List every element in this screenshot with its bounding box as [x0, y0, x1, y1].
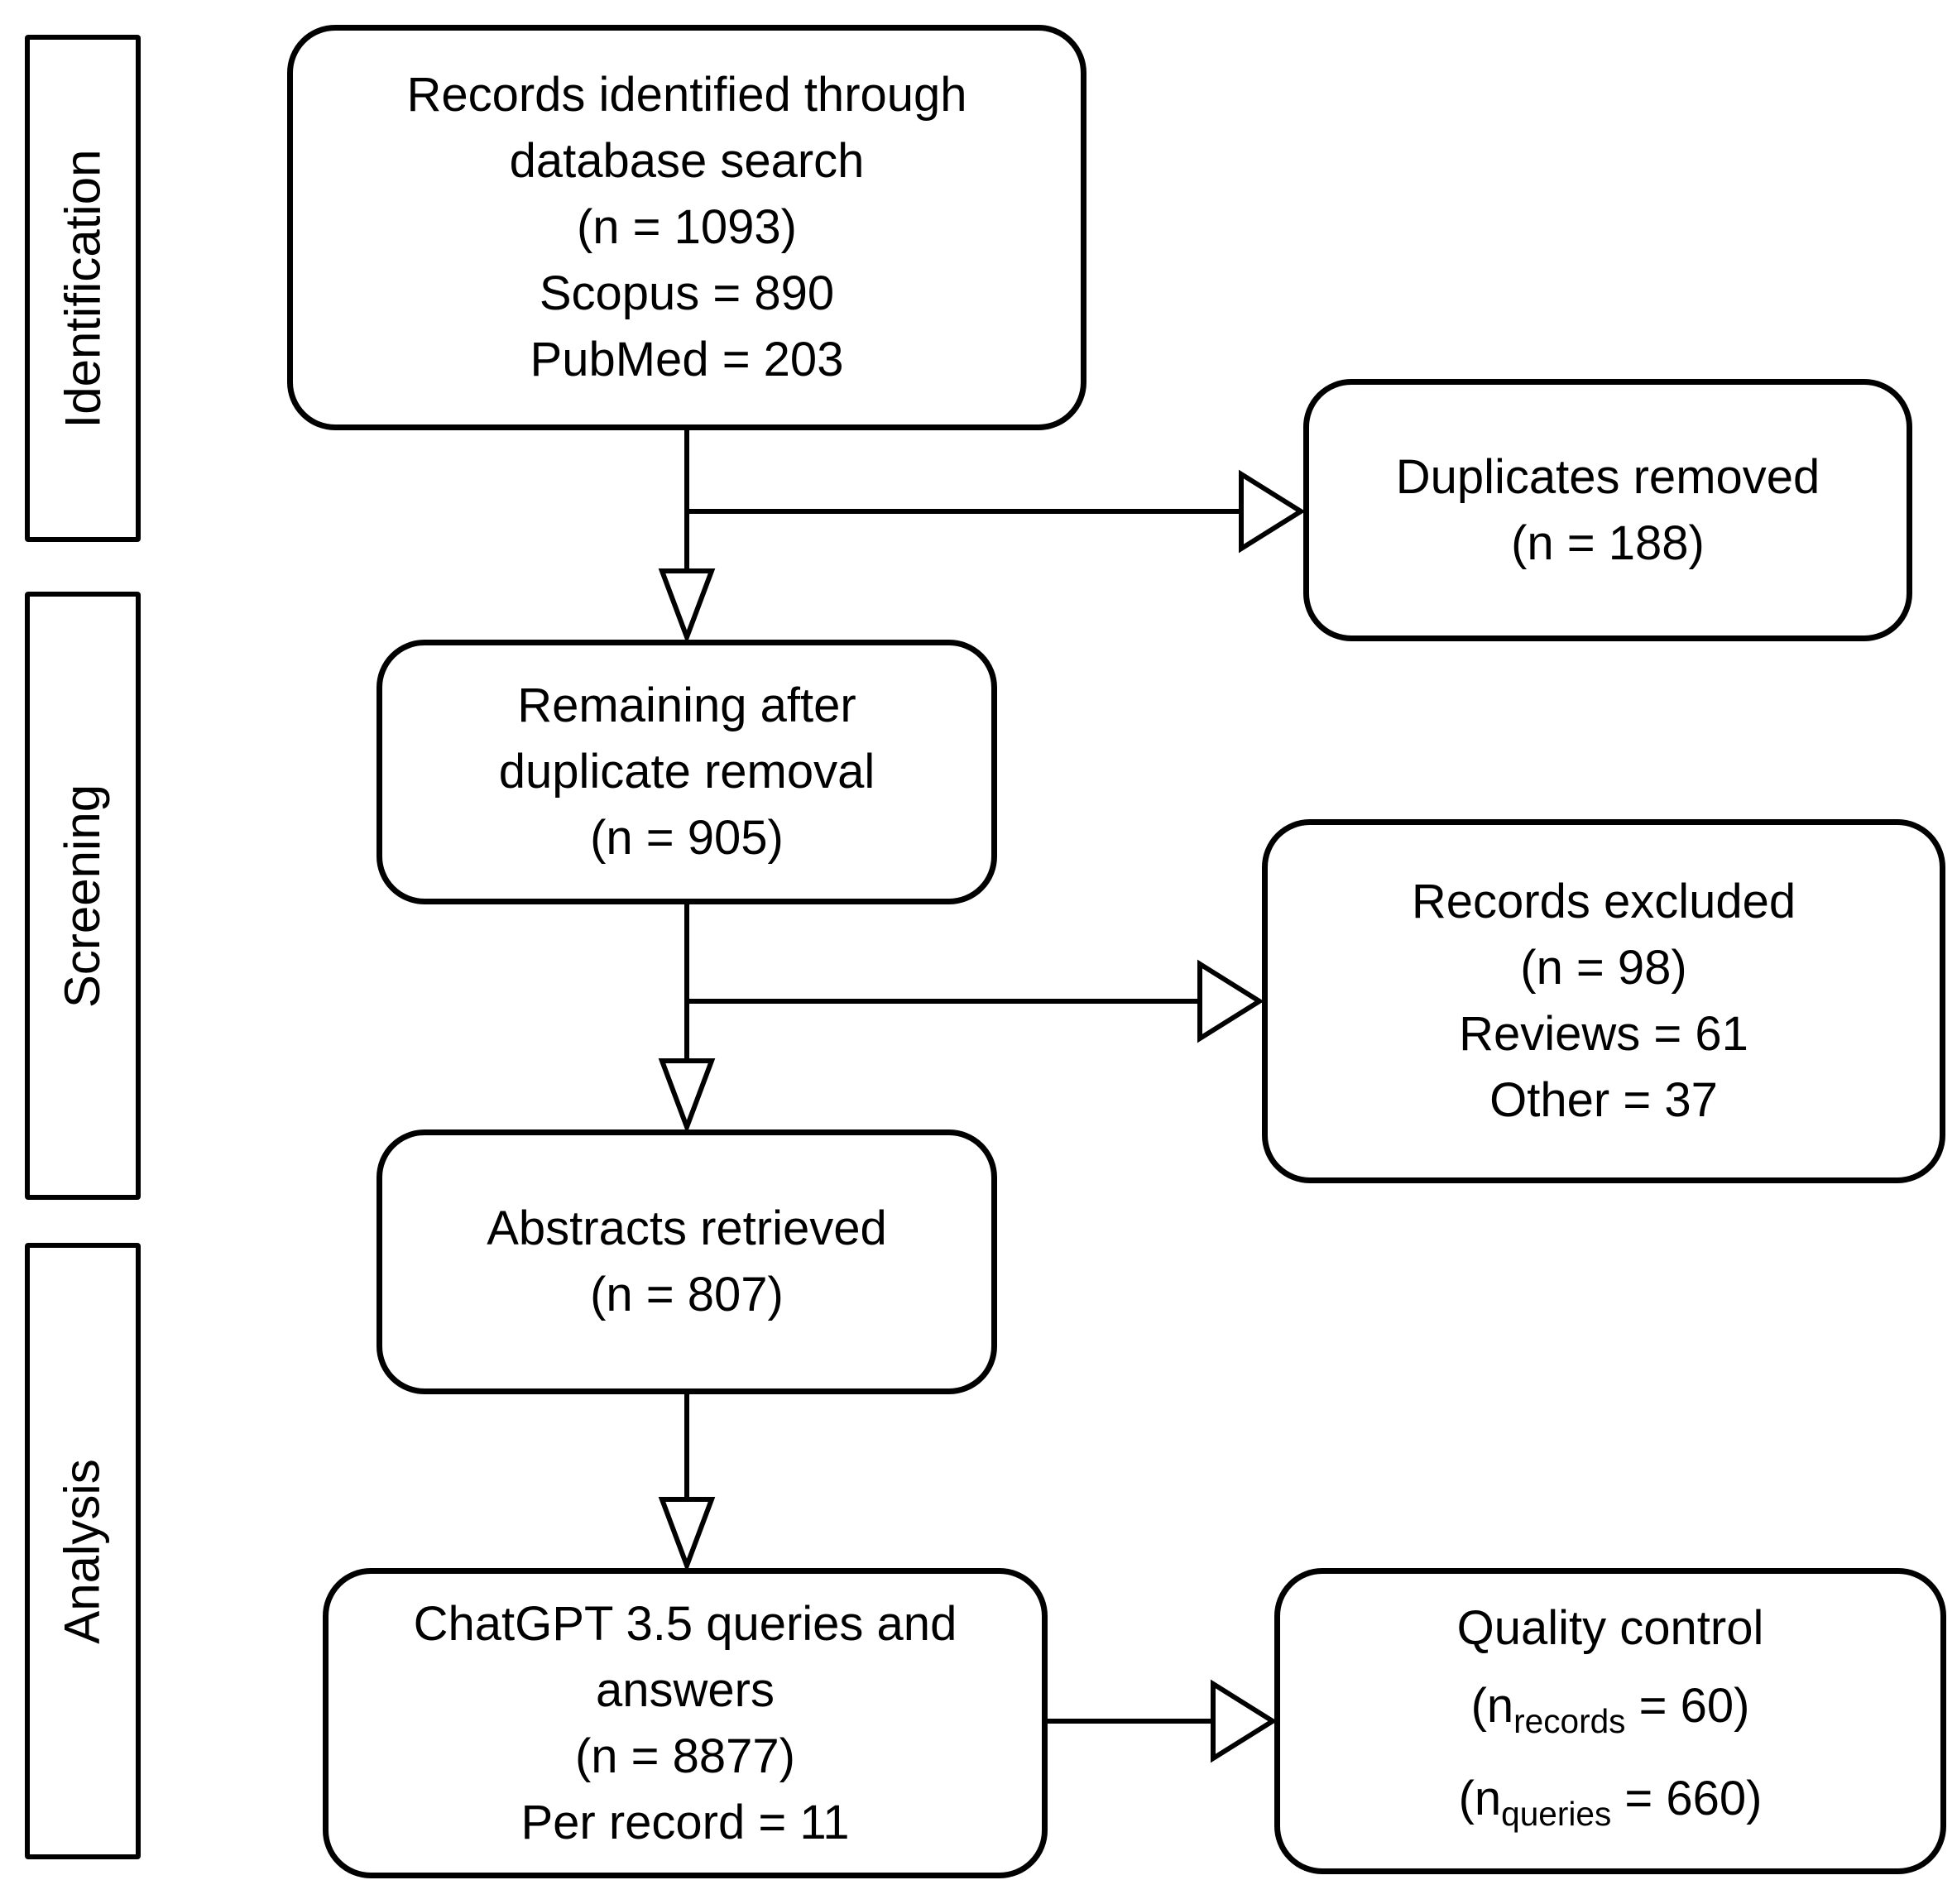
text-line: ChatGPT 3.5 queries and — [413, 1596, 957, 1651]
arrowhead-down-chatgpt — [658, 1497, 716, 1573]
text-line: Duplicates removed — [1395, 449, 1820, 504]
text-line: Reviews = 61 — [1459, 1007, 1748, 1061]
text-line: (n = 8877) — [574, 1729, 795, 1783]
stat-pre: (n — [1458, 1772, 1502, 1825]
text-line-subscripted: (nrecords = 60) — [1471, 1667, 1750, 1760]
text-line: (n = 1093) — [576, 200, 797, 254]
arrowhead-down-remaining — [658, 568, 716, 645]
text-line: Records identified through — [406, 68, 967, 122]
flow-box-chatgpt-queries: ChatGPT 3.5 queries and answers (n = 887… — [323, 1568, 1048, 1878]
stat-pre: (n — [1470, 1679, 1514, 1734]
text-line: duplicate removal — [498, 745, 875, 799]
text-line: Remaining after — [517, 679, 856, 732]
flow-box-quality-control: Quality control (nrecords = 60) (nquerie… — [1274, 1568, 1946, 1874]
text-line: database search — [509, 134, 865, 188]
text-line: Scopus = 890 — [539, 266, 835, 320]
stat-subscript: records — [1513, 1702, 1626, 1740]
stage-label-identification: Identification — [25, 35, 141, 542]
text-line: (n = 98) — [1520, 941, 1687, 995]
stat-post: = 660) — [1611, 1772, 1763, 1825]
arrowhead-right-excluded — [1197, 959, 1264, 1043]
text-line: (n = 188) — [1511, 516, 1705, 570]
arrowhead-right-quality — [1211, 1679, 1278, 1763]
arrowhead-right-duplicates — [1239, 469, 1306, 554]
text-line: (n = 905) — [590, 811, 784, 865]
text-line: (n = 807) — [590, 1268, 784, 1321]
arrowhead-down-abstracts — [658, 1058, 716, 1134]
flow-box-duplicates-removed: Duplicates removed (n = 188) — [1303, 379, 1912, 641]
text-line: Other = 37 — [1489, 1073, 1718, 1127]
text-line: Per record = 11 — [520, 1795, 850, 1849]
flow-box-remaining-after-duplicates: Remaining after duplicate removal (n = 9… — [377, 640, 997, 904]
flow-box-records-excluded: Records excluded (n = 98) Reviews = 61 O… — [1262, 819, 1945, 1183]
stage-label-analysis: Analysis — [25, 1243, 141, 1859]
stage-label-text: Identification — [55, 149, 111, 428]
text-line: Abstracts retrieved — [487, 1201, 887, 1255]
stage-label-text: Screening — [55, 784, 110, 1008]
flow-box-abstracts-retrieved: Abstracts retrieved (n = 807) — [377, 1129, 997, 1394]
stat-subscript: queries — [1501, 1794, 1612, 1833]
stat-post: = 60) — [1625, 1679, 1750, 1734]
text-line: Quality control — [1456, 1601, 1764, 1656]
stage-label-screening: Screening — [25, 592, 141, 1200]
text-line: Records excluded — [1411, 875, 1796, 928]
text-line-subscripted: (nqueries = 660) — [1459, 1760, 1763, 1853]
text-line: PubMed = 203 — [530, 333, 844, 386]
text-line: answers — [596, 1662, 775, 1717]
flow-box-records-identified: Records identified through database sear… — [287, 25, 1086, 430]
stage-label-text: Analysis — [55, 1458, 111, 1644]
